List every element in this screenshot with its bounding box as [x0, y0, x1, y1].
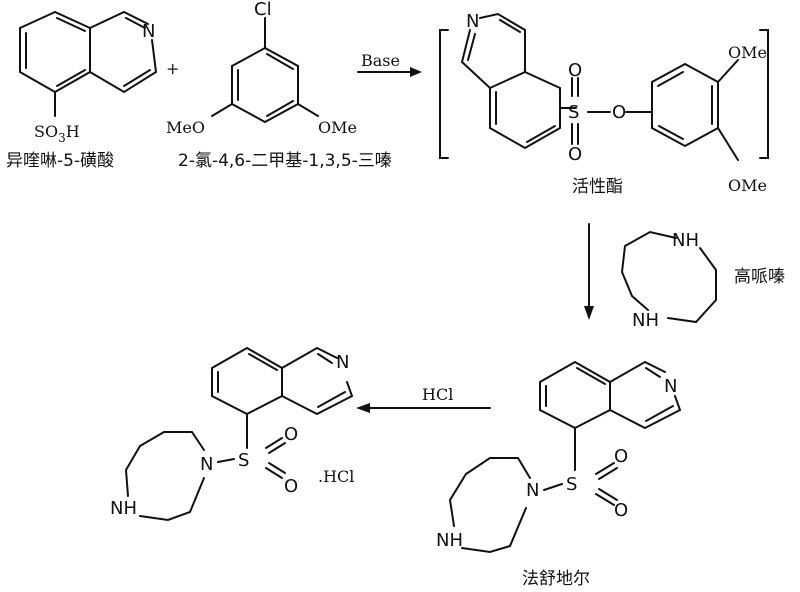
caption-fasudil: 法舒地尔: [522, 569, 590, 589]
ester-sulfonyl-oxygen-top: O: [568, 60, 582, 81]
plus-sign: +: [166, 59, 179, 78]
ester-methoxy-top: OMe: [728, 43, 767, 62]
caption-homopiperazine: 高哌嗪: [734, 267, 785, 287]
ester-bridge-oxygen: O: [612, 102, 626, 123]
homopiperazine-structure: NH NH: [620, 230, 717, 331]
hcl-sulfur: S: [238, 450, 249, 471]
step3-arrow: [356, 403, 491, 413]
ester-sulfonyl-oxygen-bottom: O: [568, 144, 582, 165]
homopiperazine-nh-top: NH: [672, 230, 699, 251]
fasudil-hcl-structure: N S O O N NH: [110, 346, 354, 522]
active-ester-structure: N O S O O OMe OMe: [439, 11, 769, 195]
ring-nitrogen-label: N: [142, 21, 155, 42]
ester-methoxy-bottom: OMe: [728, 176, 767, 195]
methoxy-right-label: OMe: [318, 118, 357, 137]
caption-active-ester: 活性酯: [572, 177, 623, 197]
step1-reagent-base: Base: [361, 51, 400, 70]
triazine-reagent-structure: Cl MeO OMe: [166, 0, 357, 137]
fasudil-ring-nitrogen: N: [664, 376, 677, 397]
ester-sulfur-label: S: [568, 102, 579, 123]
isoquinoline-sulfonic-acid-structure: N SO3H: [19, 10, 158, 145]
homopiperazine-nh-bottom: NH: [632, 310, 659, 331]
hydrochloride-salt-label: .HCl: [318, 467, 354, 486]
step2-arrow: [584, 223, 594, 320]
fasudil-amide-nitrogen: N: [526, 480, 539, 501]
fasudil-oxygen-bottom: O: [614, 500, 628, 521]
fasudil-oxygen-top: O: [614, 446, 628, 467]
hcl-amide-nitrogen: N: [200, 454, 213, 475]
chlorine-label: Cl: [254, 0, 272, 20]
step1-arrow: [357, 67, 422, 77]
ester-ring-nitrogen-label: N: [466, 11, 479, 32]
caption-triazine: 2-氯-4,6-二甲基-1,3,5-三嗪: [178, 151, 392, 171]
fasudil-nh: NH: [436, 530, 463, 551]
methoxy-left-label: MeO: [166, 118, 205, 137]
hcl-oxygen-bottom: O: [284, 476, 298, 497]
step3-reagent-hcl: HCl: [422, 385, 453, 404]
sulfonic-acid-group-label: SO3H: [34, 122, 80, 145]
fasudil-sulfur: S: [566, 474, 577, 495]
hcl-oxygen-top: O: [284, 424, 298, 445]
hcl-nh: NH: [110, 498, 137, 519]
fasudil-structure: N S O O N NH: [436, 360, 682, 554]
caption-isoquinoline-sulfonic-acid: 异喹啉-5-磺酸: [6, 151, 114, 171]
hcl-ring-nitrogen: N: [336, 352, 349, 373]
